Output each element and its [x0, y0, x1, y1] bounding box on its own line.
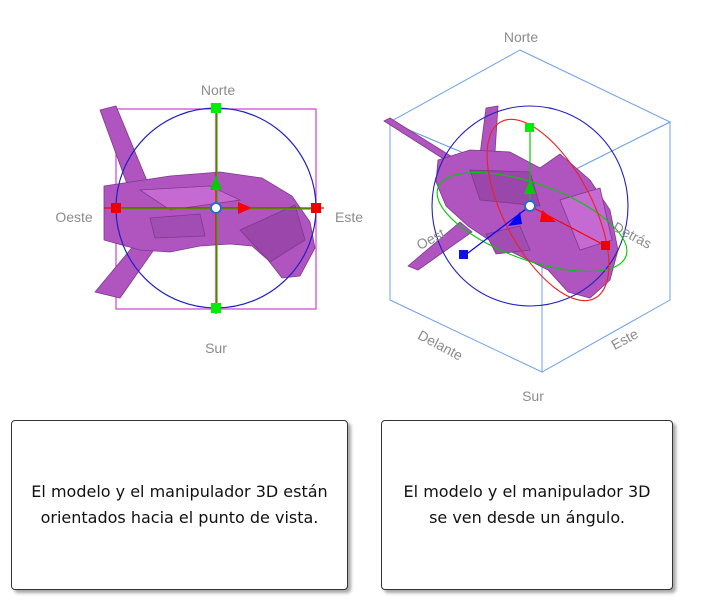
- right-handle-east[interactable]: [601, 241, 610, 250]
- right-label-north: Norte: [504, 29, 538, 45]
- left-view: Norte Sur Oeste Este: [55, 82, 363, 356]
- caption-right: El modelo y el manipulador 3D se ven des…: [381, 420, 673, 590]
- left-label-south: Sur: [205, 340, 227, 356]
- left-center-pivot[interactable]: [210, 202, 222, 214]
- right-handle-north[interactable]: [525, 123, 534, 132]
- caption-left-text: El modelo y el manipulador 3D están orie…: [31, 482, 328, 527]
- right-z-arrow[interactable]: [508, 212, 522, 226]
- left-handle-west[interactable]: [111, 203, 121, 213]
- left-y-arrow[interactable]: [210, 176, 222, 190]
- left-label-north: Norte: [201, 82, 235, 98]
- left-spaceship-model: [94, 105, 316, 299]
- right-center-pivot[interactable]: [524, 200, 536, 212]
- right-ring-horizontal[interactable]: [425, 152, 639, 292]
- right-label-east: Este: [608, 325, 640, 352]
- left-x-arrow[interactable]: [238, 202, 252, 214]
- left-handle-east[interactable]: [311, 203, 321, 213]
- caption-right-text: El modelo y el manipulador 3D se ven des…: [403, 482, 651, 527]
- right-label-south: Sur: [522, 388, 544, 404]
- right-ring-z[interactable]: [431, 105, 629, 307]
- left-label-west: Oeste: [55, 209, 93, 225]
- left-handle-south[interactable]: [211, 303, 221, 313]
- right-view: Norte Sur Delante Este Detrás Oest: [383, 29, 672, 404]
- right-spaceship-model: [383, 105, 619, 299]
- right-x-arrow[interactable]: [540, 210, 556, 222]
- right-handle-front[interactable]: [459, 250, 468, 259]
- right-ring-vertical[interactable]: [462, 101, 634, 319]
- left-label-east: Este: [335, 209, 363, 225]
- left-handle-north[interactable]: [211, 103, 221, 113]
- right-y-arrow[interactable]: [524, 180, 536, 194]
- caption-left: El modelo y el manipulador 3D están orie…: [11, 420, 348, 590]
